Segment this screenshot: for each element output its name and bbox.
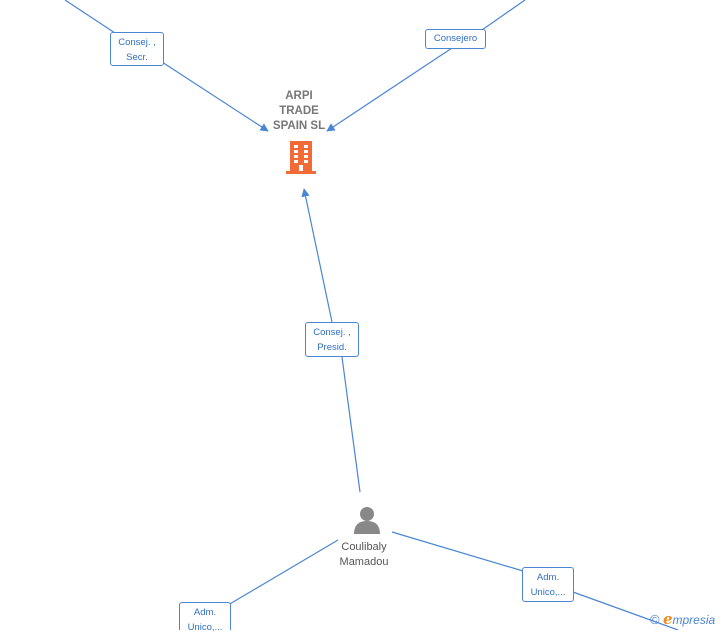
relation-label-adm-unico-left[interactable]: Adm. Unico,... bbox=[179, 602, 231, 633]
building-icon[interactable] bbox=[284, 139, 318, 175]
edge-consej-presid bbox=[341, 356, 361, 493]
relation-label-consej-presid[interactable]: Consej. , Presid. bbox=[305, 322, 359, 357]
relation-label-consejero[interactable]: Consejero bbox=[425, 29, 486, 49]
edge-consej-secr-arrow bbox=[161, 61, 269, 132]
company-name[interactable]: ARPI TRADE SPAIN SL bbox=[272, 90, 326, 132]
relation-label-consej-secr[interactable]: Consej. , Secr. bbox=[110, 32, 164, 66]
person-icon[interactable] bbox=[352, 505, 382, 535]
edge-consejero-arrow bbox=[326, 47, 453, 132]
edge-adm-unico-left bbox=[227, 539, 339, 606]
empresia-logo: © empresia bbox=[650, 610, 716, 628]
relation-label-adm-unico-right[interactable]: Adm. Unico,... bbox=[522, 567, 574, 602]
edge-consej-presid-arrow bbox=[301, 188, 333, 323]
edge-adm-unico-right bbox=[391, 531, 524, 572]
edge-adm-unico-right-2 bbox=[572, 591, 679, 630]
edge-consej-secr bbox=[64, 0, 119, 36]
person-name[interactable]: Coulibaly Mamadou bbox=[339, 541, 389, 568]
edge-consejero bbox=[481, 0, 526, 31]
